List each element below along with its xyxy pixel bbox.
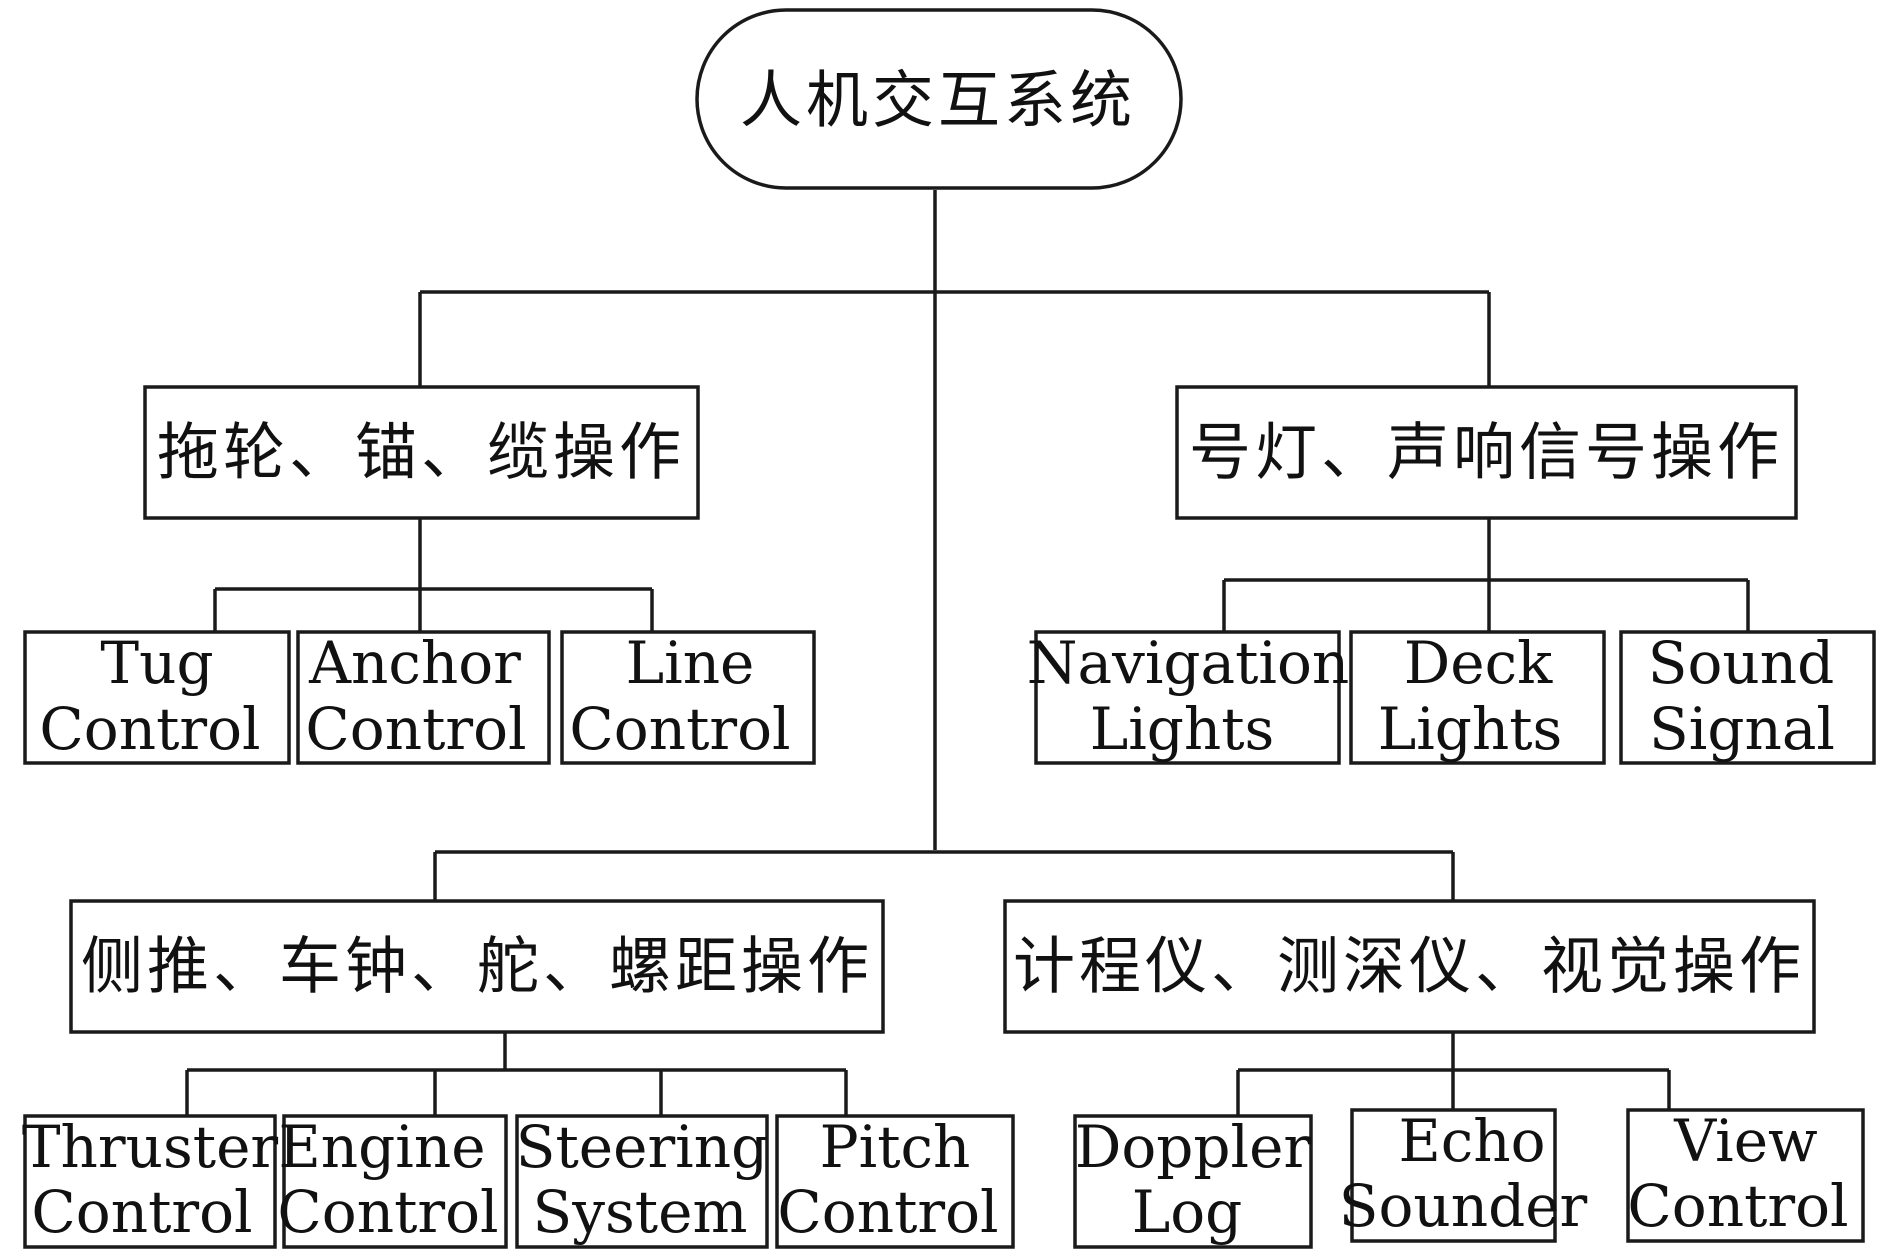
leaf-label-line1: Tug <box>100 629 213 697</box>
leaf-label-line1: Echo <box>1398 1107 1545 1175</box>
leaf-label-line1: Steering <box>516 1113 768 1181</box>
category-node-towing-anchor-line[interactable]: 拖轮、锚、缆操作 <box>143 385 700 520</box>
root-node[interactable]: 人机交互系统 <box>695 8 1183 190</box>
leaf-label-line2: Control <box>777 1178 998 1246</box>
leaf-node-sound-signal[interactable]: Sound Signal <box>1619 629 1876 765</box>
leaf-node-steering-system[interactable]: Steering System <box>515 1113 769 1249</box>
leaf-label-line1: Thruster <box>22 1113 279 1181</box>
leaf-label-line1: Sound <box>1648 629 1835 697</box>
leaf-label-line1: Navigation <box>1027 629 1349 697</box>
category-node-lights-sound[interactable]: 号灯、声响信号操作 <box>1175 385 1798 520</box>
leaf-node-pitch-control[interactable]: Pitch Control <box>775 1113 1015 1249</box>
leaf-label-line1: View <box>1673 1107 1817 1175</box>
leaf-label-line2: Control <box>305 695 526 763</box>
leaf-label-line2: Control <box>39 695 260 763</box>
leaf-label-line2: Log <box>1132 1178 1243 1246</box>
leaf-node-view-control[interactable]: View Control <box>1626 1107 1865 1243</box>
leaf-label-line2: Control <box>31 1178 252 1246</box>
category-node-thruster-telegraph-rudder-pitch[interactable]: 侧推、车钟、舵、螺距操作 <box>69 899 885 1034</box>
category-label: 号灯、声响信号操作 <box>1189 416 1783 489</box>
category-label: 侧推、车钟、舵、螺距操作 <box>81 930 873 1003</box>
leaf-label-line1: Engine <box>278 1113 485 1181</box>
category-label: 拖轮、锚、缆操作 <box>157 416 685 489</box>
leaf-node-line-control[interactable]: Line Control <box>560 629 816 765</box>
leaf-label-line1: Pitch <box>820 1113 971 1181</box>
category-label: 计程仪、测深仪、视觉操作 <box>1013 930 1805 1003</box>
leaf-node-thruster-control[interactable]: Thruster Control <box>22 1113 279 1249</box>
leaf-node-anchor-control[interactable]: Anchor Control <box>296 629 551 765</box>
leaf-label-line2: Control <box>1627 1172 1848 1240</box>
leaf-label-line2: Signal <box>1649 695 1835 763</box>
leaf-node-echo-sounder[interactable]: Echo Sounder <box>1339 1107 1588 1243</box>
leaf-label-line1: Deck <box>1404 629 1553 697</box>
leaf-label-line2: System <box>533 1178 748 1246</box>
leaf-label-line2: Sounder <box>1339 1172 1588 1240</box>
leaf-node-navigation-lights[interactable]: Navigation Lights <box>1027 629 1349 765</box>
root-node-label: 人机交互系统 <box>740 64 1136 137</box>
connector-lines <box>185 190 1750 1115</box>
leaf-label-line1: Line <box>626 629 755 697</box>
leaf-node-doppler-log[interactable]: Doppler Log <box>1073 1113 1313 1249</box>
leaf-label-line2: Control <box>569 695 790 763</box>
leaf-label-line1: Anchor <box>308 629 521 697</box>
leaf-label-line2: Control <box>277 1178 498 1246</box>
leaf-label-line1: Doppler <box>1075 1113 1312 1181</box>
leaf-node-tug-control[interactable]: Tug Control <box>23 629 291 765</box>
leaf-label-line2: Lights <box>1378 695 1563 763</box>
leaf-node-engine-control[interactable]: Engine Control <box>277 1113 508 1249</box>
leaf-node-deck-lights[interactable]: Deck Lights <box>1349 629 1606 765</box>
leaf-label-line2: Lights <box>1090 695 1275 763</box>
category-node-log-sounder-view[interactable]: 计程仪、测深仪、视觉操作 <box>1003 899 1816 1034</box>
